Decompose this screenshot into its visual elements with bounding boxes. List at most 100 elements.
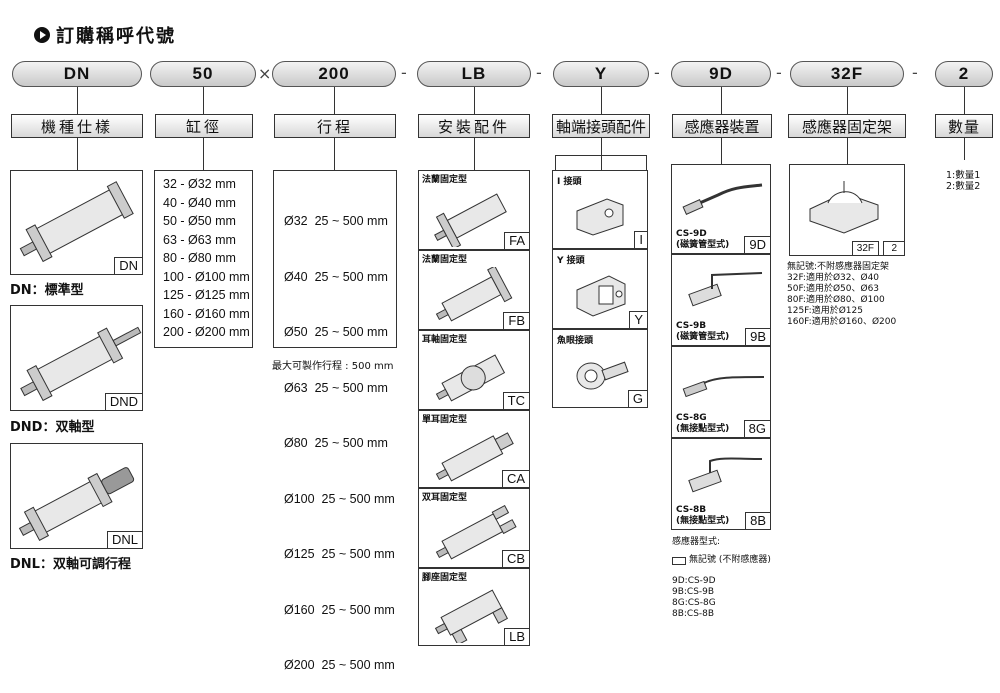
sensor-type: (磁簧管型式) (676, 332, 730, 342)
sensor-code: 9D (744, 236, 771, 254)
model-image-dn: DN (10, 170, 143, 275)
sensor-8b: CS-8B (無接點型式) 8B (671, 438, 771, 530)
header-quantity: 數量 (935, 114, 993, 138)
mount-code: FB (503, 312, 530, 330)
rod-end-label: Y 接頭 (557, 256, 585, 266)
mount-tc: 耳軸固定型 TC (418, 330, 530, 410)
mount-cb: 双耳固定型 CB (418, 488, 530, 568)
cylinder-illustration (435, 432, 514, 482)
model-image-dnd: DND (10, 305, 143, 411)
stroke-list: Ø32 25 ~ 500 mm Ø40 25 ~ 500 mm Ø50 25 ~… (273, 170, 397, 672)
play-circle-icon (34, 27, 50, 43)
bore-item: 100 - Ø100 mm (163, 269, 250, 284)
sensor-illustration (682, 376, 765, 398)
stroke-item: Ø200 25 ~ 500 mm (284, 658, 395, 672)
rod-end-code: Y (629, 311, 648, 329)
bore-item: 125 - Ø125 mm (163, 288, 250, 302)
header-mount: 安裝配件 (418, 114, 530, 138)
sensor-model: CS-9D (676, 229, 707, 239)
separator: - (536, 63, 542, 82)
bore-item: 80 - Ø80 mm (163, 251, 236, 265)
mount-label: 法蘭固定型 (422, 175, 468, 185)
sensor-8g: CS-8G (無接點型式) 8G (671, 346, 771, 438)
sensor-9d: CS-9D (磁簧管型式) 9D (671, 164, 771, 254)
sensor-legend-title: 感應器型式: (672, 537, 721, 547)
mount-code: FA (504, 232, 530, 250)
bracket-code: 32F (851, 241, 879, 256)
stroke-item: Ø63 25 ~ 500 mm (284, 380, 388, 395)
rod-end-code: G (627, 390, 648, 408)
header-stroke: 行程 (274, 114, 396, 138)
sensor-type: (無接點型式) (676, 424, 730, 434)
header-model-spec: 機種仕樣 (11, 114, 143, 138)
mount-ca: 單耳固定型 CA (418, 410, 530, 488)
stroke-item: Ø160 25 ~ 500 mm (284, 602, 395, 617)
mount-code: LB (504, 628, 530, 646)
code-pill-stroke: 200 (272, 61, 396, 87)
mount-lb: 腳座固定型 LB (418, 568, 530, 646)
stroke-item: Ø80 25 ~ 500 mm (284, 436, 388, 450)
cylinder-illustration (20, 326, 142, 402)
header-bracket: 感應器固定架 (788, 114, 906, 138)
sensor-model: CS-8B (676, 505, 707, 515)
mount-code: CB (501, 550, 530, 568)
sensor-type: (無接點型式) (676, 516, 730, 526)
mount-label: 双耳固定型 (422, 493, 468, 503)
stroke-item: Ø125 25 ~ 500 mm (284, 547, 395, 561)
stroke-item: Ø32 25 ~ 500 mm (284, 214, 388, 228)
code-pill-bore: 50 (150, 61, 256, 87)
model-caption-dn: DN：標準型 (10, 283, 84, 298)
code-pill-model: DN (12, 61, 142, 87)
rod-end-label: 魚眼接頭 (557, 336, 594, 346)
i-joint-icon (576, 198, 624, 236)
model-caption-dnl: DNL：双軸可調行程 (10, 557, 131, 572)
mount-fa: 法蘭固定型 FA (418, 170, 530, 250)
separator: - (776, 63, 782, 82)
sensor-illustration (688, 457, 763, 493)
stroke-max-note: 最大可製作行程 : 500 mm (272, 361, 394, 372)
sensor-model: CS-8G (676, 413, 707, 423)
empty-box-icon (672, 556, 686, 565)
model-caption-dnd: DND：双軸型 (10, 420, 95, 435)
mount-label: 單耳固定型 (422, 415, 468, 425)
mount-label: 法蘭固定型 (422, 255, 468, 265)
mount-code: TC (502, 392, 530, 410)
y-joint-icon (576, 275, 626, 317)
page-title-text: 訂購稱呼代號 (56, 26, 176, 47)
bore-item: 200 - Ø200 mm (163, 325, 250, 339)
sensor-legend-none: 無記號 (不附感應器) (672, 555, 771, 566)
model-image-dnl: DNL (10, 443, 143, 549)
stroke-item: Ø50 25 ~ 500 mm (284, 325, 388, 339)
sensor-legend-list: 9D:CS-9D 9B:CS-9B 8G:CS-8G 8B:CS-8B (672, 576, 716, 619)
code-pill-bracket: 32F (790, 61, 904, 87)
separator: - (912, 63, 918, 82)
header-bore: 缸徑 (155, 114, 253, 138)
cylinder-illustration (435, 354, 506, 402)
code-pill-rod-end: Y (553, 61, 649, 87)
model-code-dnd: DND (104, 393, 143, 411)
rod-end-y: Y 接頭 Y (552, 249, 648, 329)
stroke-item: Ø100 25 ~ 500 mm (284, 491, 395, 506)
sensor-type: (磁簧管型式) (676, 240, 730, 250)
sensor-9b: CS-9B (磁簧管型式) 9B (671, 254, 771, 346)
bore-list: 32 - Ø32 mm 40 - Ø40 mm 50 - Ø50 mm 63 -… (154, 170, 253, 348)
sensor-illustration (682, 183, 763, 215)
bore-item: 160 - Ø160 mm (163, 306, 250, 321)
rod-end-code: I (634, 231, 648, 249)
mount-label: 耳軸固定型 (422, 335, 468, 345)
bore-item: 32 - Ø32 mm (163, 177, 236, 191)
page-title: 訂購稱呼代號 (34, 22, 176, 48)
code-pill-mount: LB (417, 61, 531, 87)
rod-end-label: I 接頭 (557, 177, 582, 187)
separator: - (654, 63, 660, 82)
model-code-dnl: DNL (106, 531, 143, 549)
mount-fb: 法蘭固定型 FB (418, 250, 530, 330)
code-pill-quantity: 2 (935, 61, 993, 87)
sensor-model: CS-9B (676, 321, 707, 331)
rod-end-g: 魚眼接頭 G (552, 329, 648, 408)
sensor-code: 9B (745, 328, 771, 346)
cylinder-illustration (434, 193, 507, 247)
cylinder-illustration (435, 267, 513, 322)
rod-end-i: I 接頭 I (552, 170, 648, 249)
bore-item: 40 - Ø40 mm (163, 195, 236, 210)
